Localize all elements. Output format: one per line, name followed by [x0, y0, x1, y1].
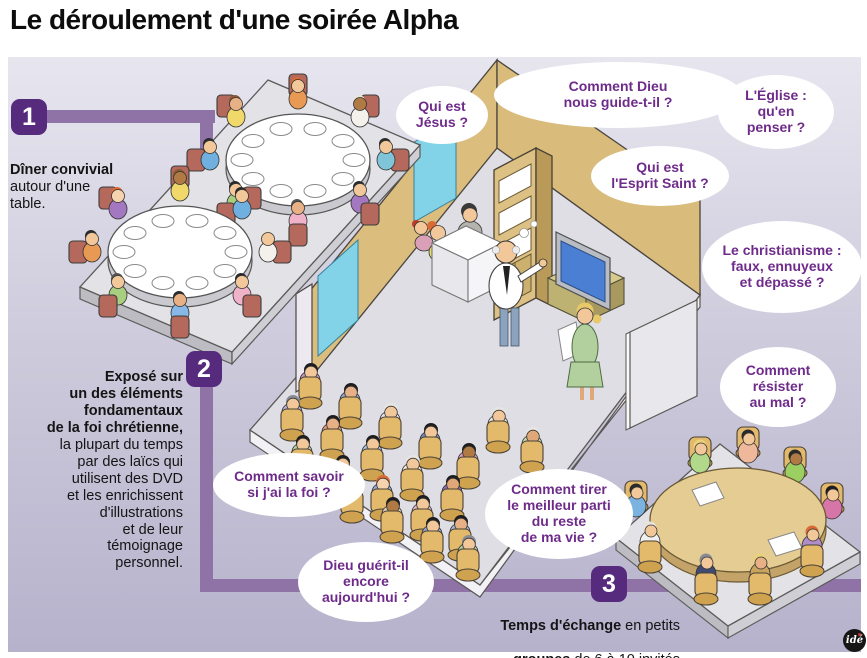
question-bubble-mal: Comment résister au mal ?	[720, 347, 836, 427]
step-1-badge: 1	[11, 99, 47, 135]
question-bubble-guerit: Dieu guérit-il encore aujourd'hui ?	[298, 542, 434, 622]
question-bubble-eglise: L'Église : qu'en penser ?	[718, 75, 834, 149]
step-3-label: Temps d'échange en petits groupes de 6 à…	[500, 617, 680, 658]
step-3-badge: 3	[591, 566, 627, 602]
question-bubble-guide: Comment Dieu nous guide-t-il ?	[494, 62, 742, 128]
step-2-badge: 2	[186, 351, 222, 387]
question-bubble-foi: Comment savoir si j'ai la foi ?	[213, 453, 365, 517]
question-bubble-christianisme: Le christianisme : faux, ennuyeux et dép…	[702, 221, 862, 313]
question-bubble-esprit: Qui est l'Esprit Saint ?	[591, 146, 729, 206]
step-2-label: Exposé sur un des éléments fondamentaux …	[46, 368, 183, 572]
page-title: Le déroulement d'une soirée Alpha	[10, 4, 459, 35]
question-bubble-jesus: Qui est Jésus ?	[396, 86, 488, 144]
audience	[279, 363, 545, 582]
lecture-scene	[249, 58, 701, 598]
discussion-scene	[614, 426, 862, 640]
ide-logo: idé	[843, 629, 866, 652]
question-bubble-vie: Comment tirer le meilleur parti du reste…	[485, 469, 633, 559]
dinner-scene	[68, 73, 422, 366]
